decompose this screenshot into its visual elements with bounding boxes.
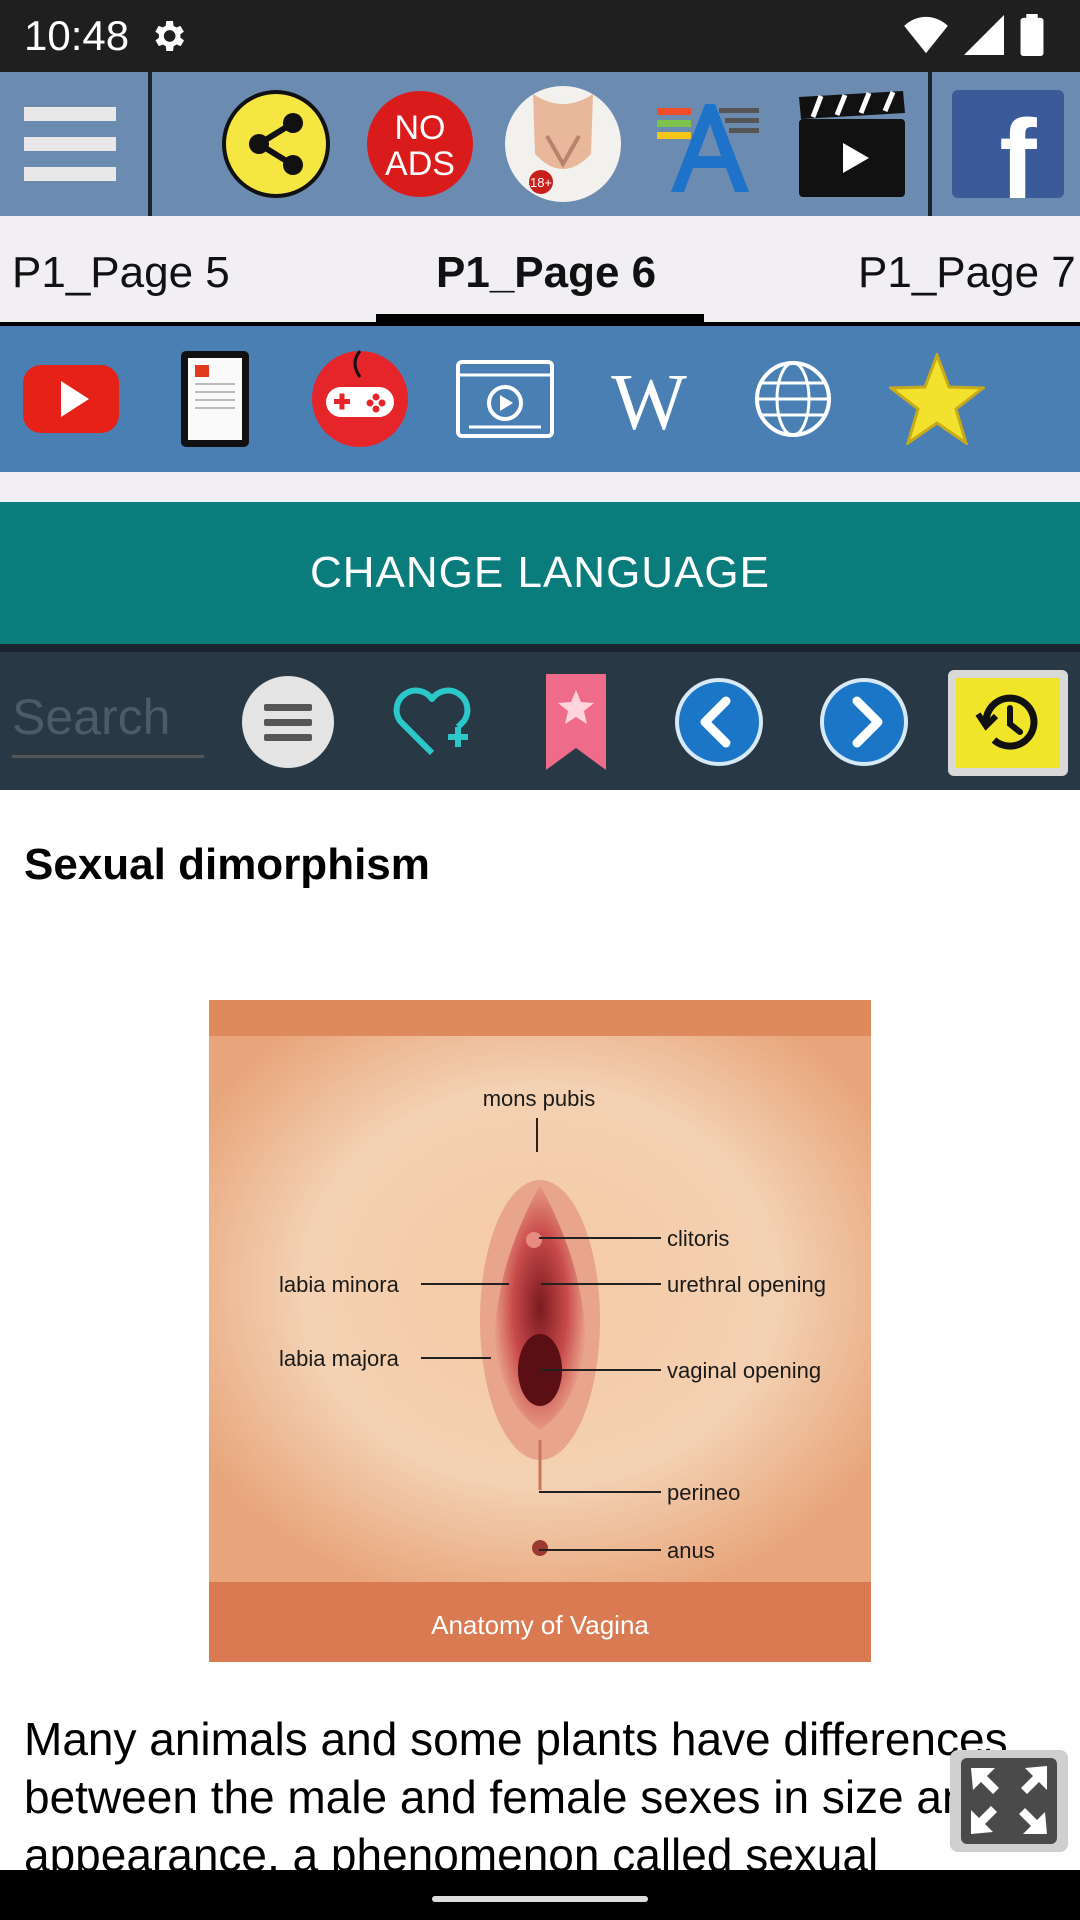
video-clapper-icon	[799, 91, 905, 197]
add-favorite-button[interactable]	[380, 670, 484, 774]
page-tabs: P1_Page 5 P1_Page 6 P1_Page 7	[0, 216, 1080, 326]
adult-content-button[interactable]: 18+	[503, 86, 623, 202]
system-navigation-bar	[0, 1870, 1080, 1920]
settings-icon	[155, 21, 184, 51]
favorite-add-icon	[393, 687, 471, 756]
tab-p1-page-7[interactable]: P1_Page 7	[858, 248, 1076, 297]
top-toolbar: NO ADS 18+ f	[0, 72, 1080, 216]
youtube-button[interactable]	[16, 344, 126, 454]
button-shadow	[0, 644, 1080, 652]
tab-p1-page-5[interactable]: P1_Page 5	[12, 248, 230, 297]
youtube-icon	[23, 365, 119, 433]
menu-icon	[24, 107, 116, 181]
label-urethral-opening: urethral opening	[667, 1272, 826, 1297]
svg-text:18+: 18+	[530, 175, 552, 190]
cell-signal-icon	[964, 15, 1004, 55]
label-vaginal-opening: vaginal opening	[667, 1358, 821, 1383]
gamepad-icon	[312, 350, 408, 447]
article-paragraph: Many animals and some plants have differ…	[24, 1713, 1008, 1870]
fullscreen-button[interactable]	[950, 1750, 1068, 1852]
tab-p1-page-6[interactable]: P1_Page 6	[436, 248, 657, 297]
previous-button[interactable]	[667, 670, 771, 774]
previous-arrow-icon	[675, 678, 763, 766]
next-arrow-icon	[820, 678, 908, 766]
video-player-button[interactable]	[450, 344, 560, 454]
svg-text:W: W	[611, 359, 687, 439]
adult-content-icon: 18+	[505, 86, 621, 202]
battery-icon	[1020, 14, 1044, 56]
games-button[interactable]	[305, 344, 415, 454]
wikipedia-button[interactable]: W	[594, 344, 704, 454]
font-size-button[interactable]	[648, 86, 768, 202]
video-button[interactable]	[792, 86, 912, 202]
label-labia-minora: labia minora	[279, 1272, 400, 1297]
history-icon	[956, 678, 1060, 768]
list-menu-icon	[242, 676, 334, 768]
next-button[interactable]	[812, 670, 916, 774]
bookmark-icon	[546, 674, 606, 770]
label-mons-pubis: mons pubis	[483, 1086, 596, 1111]
no-ads-button[interactable]: NO ADS	[360, 86, 480, 202]
svg-text:ADS: ADS	[385, 145, 455, 183]
figure-title: Anatomy of Vagina	[431, 1610, 649, 1640]
anatomy-illustration: mons pubis clitoris labia minora urethra…	[209, 1000, 871, 1662]
share-button[interactable]	[216, 86, 336, 202]
share-icon	[222, 90, 330, 198]
svg-text:NO: NO	[395, 109, 446, 147]
bookmark-button[interactable]	[524, 670, 628, 774]
font-size-icon	[657, 104, 759, 192]
home-gesture-handle[interactable]	[432, 1896, 648, 1902]
search-toolbar	[0, 652, 1080, 790]
ebook-icon	[181, 351, 249, 447]
quick-links-bar: W	[0, 326, 1080, 472]
video-player-icon	[456, 360, 554, 438]
svg-text:f: f	[999, 97, 1037, 198]
history-button[interactable]	[948, 670, 1068, 776]
label-labia-majora: labia majora	[279, 1346, 400, 1371]
facebook-button[interactable]: f	[948, 86, 1068, 202]
article-content: Sexual dimorphism mons pubis clito	[0, 790, 1080, 1870]
toolbar-divider	[148, 72, 152, 216]
label-perineo: perineo	[667, 1480, 740, 1505]
status-time: 10:48	[24, 12, 130, 59]
label-clitoris: clitoris	[667, 1226, 729, 1251]
globe-icon	[755, 361, 831, 437]
menu-button[interactable]	[10, 86, 130, 202]
fullscreen-icon	[961, 1758, 1057, 1844]
favorites-star-button[interactable]	[882, 344, 992, 454]
web-browser-button[interactable]	[738, 344, 848, 454]
star-icon	[889, 353, 985, 445]
status-bar: 10:48	[0, 0, 1080, 72]
label-anus: anus	[667, 1538, 715, 1563]
list-menu-button[interactable]	[236, 670, 340, 774]
wikipedia-icon: W	[611, 359, 687, 439]
facebook-icon: f	[952, 90, 1064, 198]
no-ads-badge: NO ADS	[367, 91, 473, 197]
active-tab-indicator	[376, 314, 704, 326]
wifi-icon	[904, 16, 948, 54]
article-heading: Sexual dimorphism	[24, 840, 430, 889]
ebook-button[interactable]	[160, 344, 270, 454]
toolbar-divider	[928, 72, 932, 216]
change-language-button[interactable]: CHANGE LANGUAGE	[0, 502, 1080, 644]
spacer	[0, 472, 1080, 502]
search-input[interactable]	[12, 678, 204, 758]
